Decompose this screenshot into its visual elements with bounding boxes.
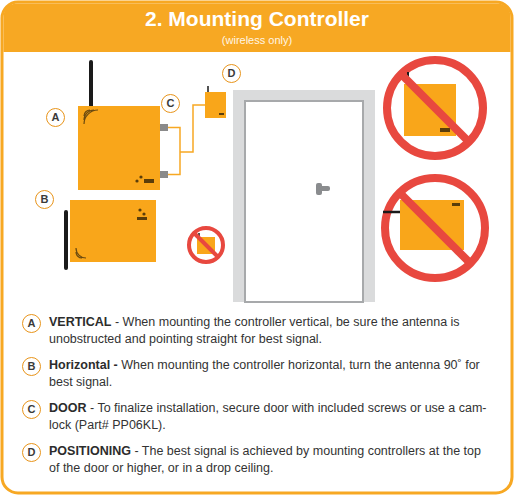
callout-letter: A [46, 108, 65, 127]
callout-letter: B [22, 357, 41, 376]
instruction-heading: VERTICAL [49, 315, 112, 329]
callout-letter: C [161, 94, 180, 113]
instruction-text: POSITIONING - The best signal is achieve… [49, 443, 491, 477]
callout-letter: C [22, 400, 41, 419]
instruction-text: VERTICAL - When mounting the controller … [49, 314, 491, 348]
instruction-list: A VERTICAL - When mounting the controller… [22, 314, 492, 477]
prohibited-sign [387, 60, 483, 156]
instruction-item: C DOOR - To finalize installation, secure… [22, 400, 492, 434]
instruction-heading: DOOR [49, 401, 87, 415]
instruction-text: Horizontal - When mounting the controlle… [49, 357, 491, 391]
callout-letter: A [22, 314, 41, 333]
door [233, 90, 375, 302]
title: 2. Mounting Controller [0, 6, 514, 32]
controller-vertical [78, 62, 168, 190]
callout-letter: D [22, 443, 41, 462]
instruction-text: DOOR - To finalize installation, secure … [49, 400, 491, 434]
cam-lock-bracket [168, 105, 205, 175]
controller-small [205, 86, 226, 118]
instruction-item: A VERTICAL - When mounting the controller… [22, 314, 492, 348]
instruction-item: B Horizontal - When mounting the controll… [22, 357, 492, 391]
callout-letter: D [222, 64, 241, 83]
instruction-body: - To finalize installation, secure door … [49, 401, 486, 432]
prohibited-sign [383, 178, 485, 278]
prohibited-sign [189, 228, 223, 262]
controller-horizontal [66, 200, 156, 268]
instruction-item: D POSITIONING - The best signal is achiev… [22, 443, 492, 477]
subtitle: (wireless only) [0, 34, 514, 47]
instruction-heading: Horizontal - [49, 358, 118, 372]
instruction-heading: POSITIONING [49, 444, 131, 458]
callout-letter: B [35, 190, 54, 209]
